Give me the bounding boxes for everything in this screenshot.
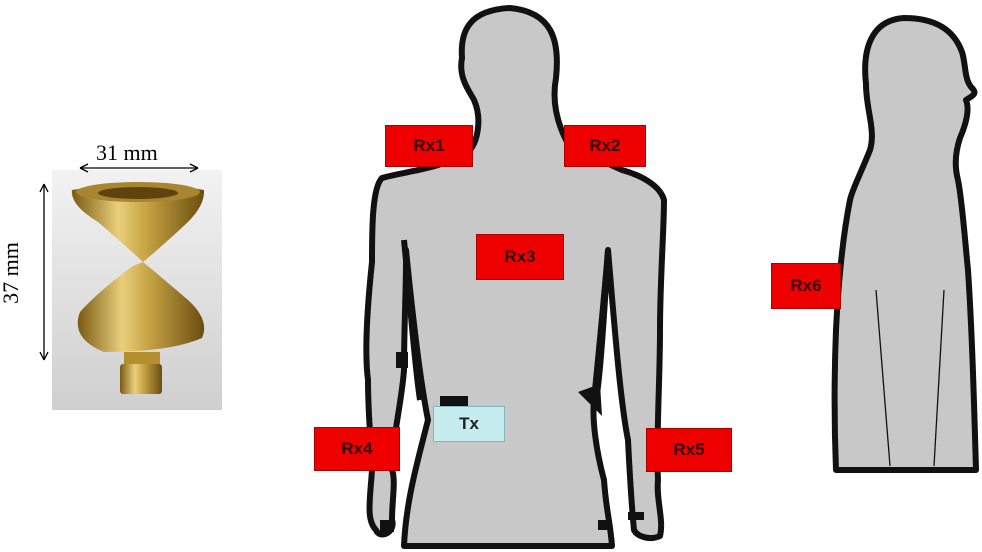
antenna-connector-collar: [124, 352, 160, 366]
side-body-silhouette: [835, 18, 977, 470]
front-left-elbow-mark: [396, 352, 408, 368]
antenna-height-label: 37 mm: [0, 242, 24, 304]
rx4-box: Rx4: [314, 427, 400, 471]
rx3-box: Rx3: [476, 234, 564, 280]
tx-box: Tx: [433, 406, 505, 442]
front-left-hand-mark: [380, 520, 394, 532]
antenna-connector-nut: [120, 364, 162, 394]
rx2-box: Rx2: [564, 125, 646, 167]
rx5-box: Rx5: [646, 428, 732, 472]
rx6-box: Rx6: [771, 263, 841, 309]
rx1-box: Rx1: [385, 125, 473, 167]
antenna-photo: [40, 164, 222, 410]
antenna-top-cavity: [98, 187, 178, 199]
antenna-width-label: 31 mm: [96, 140, 158, 166]
front-right-hip-mark: [598, 520, 612, 530]
front-waist-mark: [440, 396, 468, 406]
front-right-hand-mark: [628, 512, 644, 520]
